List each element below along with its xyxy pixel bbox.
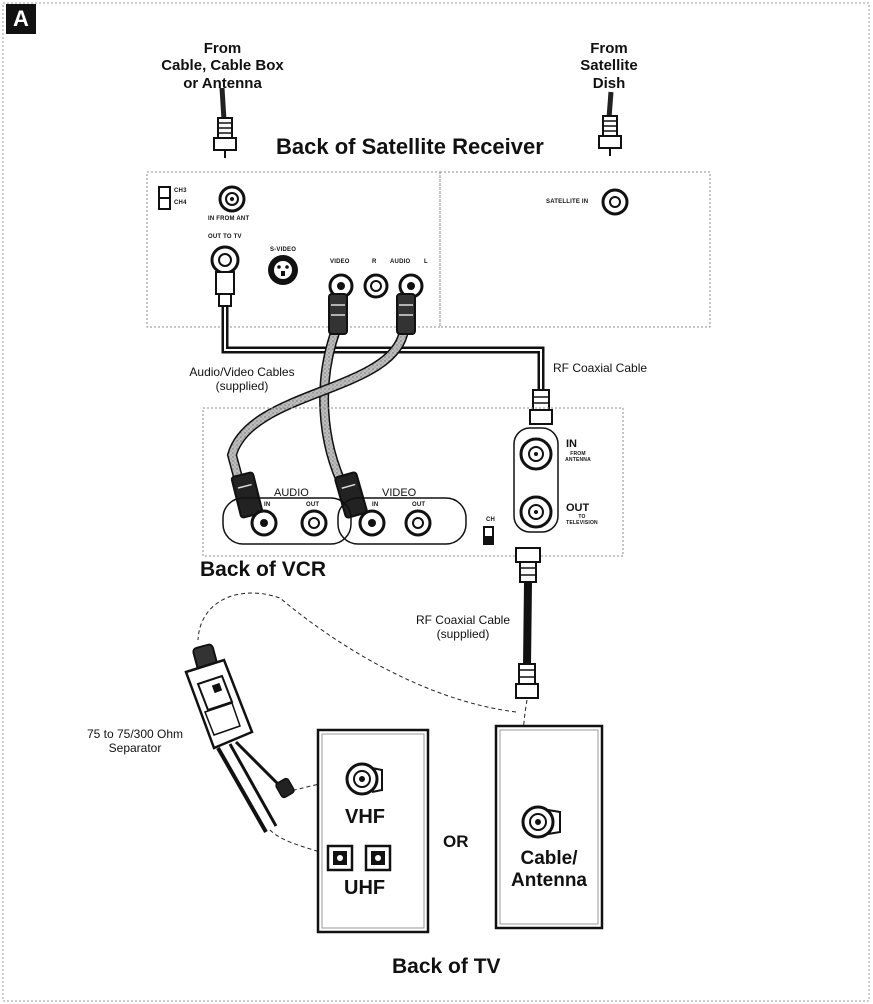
out-to-tv-label: OUT TO TV bbox=[208, 234, 242, 240]
receiver-l-label: L bbox=[424, 259, 428, 265]
vcr-audio-in-jack bbox=[250, 509, 278, 537]
or-label: OR bbox=[443, 832, 469, 851]
switch-label-ch4: CH4 bbox=[174, 200, 187, 206]
receiver-r-label: R bbox=[372, 259, 377, 265]
vcr-video-in-label: IN bbox=[372, 502, 379, 508]
vcr-audio-out-jack bbox=[300, 509, 328, 537]
tv-vhf-jack bbox=[345, 762, 383, 796]
rf-coaxial-supplied-label: RF Coaxial Cable (supplied) bbox=[415, 613, 511, 641]
figure-badge: A bbox=[6, 4, 36, 34]
vcr-ch-switch bbox=[483, 526, 494, 545]
satellite-receiver-panel bbox=[146, 171, 711, 328]
tv-vhf-label: VHF bbox=[345, 806, 385, 828]
ch-switch bbox=[158, 186, 171, 210]
receiver-in-from-ant-jack bbox=[218, 185, 246, 213]
audio-video-cables bbox=[226, 293, 416, 519]
cable-source-label: From Cable, Cable Box or Antenna bbox=[161, 40, 284, 92]
vcr-rf-out-sub-label: TO TELEVISION bbox=[566, 514, 598, 526]
satellite-dish-connector bbox=[598, 91, 622, 156]
receiver-s-video-jack bbox=[268, 255, 298, 285]
receiver-video-jack bbox=[328, 273, 354, 299]
av-cables-label: Audio/Video Cables (supplied) bbox=[189, 365, 295, 393]
tv-uhf-label: UHF bbox=[344, 877, 386, 899]
satellite-in-label: SATELLITE IN bbox=[546, 199, 589, 205]
s-video-label: S-VIDEO bbox=[270, 247, 297, 253]
satellite-receiver-title: Back of Satellite Receiver bbox=[276, 134, 544, 159]
tv-uhf-terminals bbox=[326, 844, 392, 872]
receiver-satellite-in-jack bbox=[601, 188, 629, 216]
ohm-separator bbox=[184, 643, 295, 833]
vcr-audio-out-label: OUT bbox=[306, 502, 320, 508]
vcr-video-out-jack bbox=[404, 509, 432, 537]
tv-cable-antenna-jack bbox=[521, 805, 561, 839]
switch-label-ch3: CH3 bbox=[174, 188, 187, 194]
vcr-video-in-jack bbox=[358, 509, 386, 537]
vcr-rf-out-label: OUT bbox=[566, 502, 590, 514]
receiver-audio-r-jack bbox=[363, 273, 389, 299]
vcr-video-label: VIDEO bbox=[382, 487, 417, 499]
vcr-rf-in-jack bbox=[519, 437, 553, 471]
tv-panel-vhf-uhf bbox=[316, 728, 430, 934]
receiver-audio-label: AUDIO bbox=[390, 259, 411, 265]
vcr-video-out-label: OUT bbox=[412, 502, 426, 508]
cable-input-connector bbox=[213, 87, 237, 158]
vcr-rf-in-sub-label: FROM ANTENNA bbox=[565, 451, 591, 463]
vcr-ch-label: CH bbox=[486, 517, 496, 523]
separator-label: 75 to 75/300 Ohm Separator bbox=[86, 727, 184, 755]
rf-coaxial-cable-supplied bbox=[515, 547, 541, 699]
vcr-rf-out-jack bbox=[519, 495, 553, 529]
in-from-ant-label: IN FROM ANT bbox=[208, 216, 250, 222]
tv-cable-antenna-label: Cable/ Antenna bbox=[511, 848, 587, 891]
receiver-video-label: VIDEO bbox=[330, 259, 350, 265]
vcr-audio-label: AUDIO bbox=[274, 487, 309, 499]
rf-coaxial-cable-label: RF Coaxial Cable bbox=[553, 361, 648, 375]
rf-coaxial-cable-top bbox=[215, 271, 553, 425]
vcr-rf-in-label: IN bbox=[566, 438, 577, 450]
vcr-panel bbox=[202, 407, 624, 557]
vcr-title: Back of VCR bbox=[200, 558, 327, 581]
receiver-out-to-tv-jack bbox=[210, 245, 240, 275]
tv-title: Back of TV bbox=[392, 955, 501, 978]
vcr-audio-in-label: IN bbox=[264, 502, 271, 508]
satellite-source-label: From Satellite Dish bbox=[580, 40, 638, 92]
